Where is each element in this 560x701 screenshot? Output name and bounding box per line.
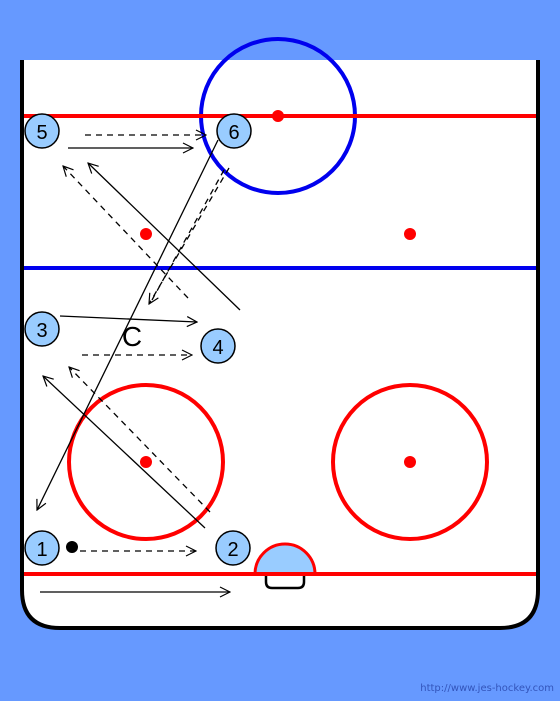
pass-path-diagonal-upper-2 [63, 166, 189, 299]
player-2: 2 [215, 530, 251, 566]
goal-crease [253, 542, 317, 576]
player-6-label: 6 [228, 122, 239, 144]
skate-path-6-to-boards [37, 139, 219, 510]
neutral-zone-dot-left [140, 228, 152, 240]
player-6: 6 [216, 113, 252, 149]
player-3: 3 [24, 311, 60, 347]
skate-path-3-right [59, 315, 197, 322]
player-2-label: 2 [227, 539, 238, 561]
faceoff-circle-right [331, 383, 489, 541]
player-5: 5 [24, 113, 60, 149]
ice-surface [22, 60, 538, 628]
player-1-label: 1 [36, 539, 47, 561]
boards [20, 60, 540, 630]
player-3-label: 3 [36, 320, 47, 342]
skate-path-diagonal-lower-1 [43, 376, 206, 529]
puck [66, 541, 78, 553]
player-1: 1 [24, 530, 60, 566]
faceoff-dot-right [404, 456, 416, 468]
site-credit: http://www.jes-hockey.com [420, 683, 554, 694]
center-faceoff-dot [272, 110, 284, 122]
player-5-label: 5 [36, 122, 47, 144]
pass-path-diagonal-lower-2 [69, 367, 211, 513]
skate-path-diagonal-upper-1 [88, 163, 241, 311]
faceoff-circle-left [67, 383, 225, 541]
faceoff-dot-left [140, 456, 152, 468]
coach-label: C [122, 321, 142, 352]
player-4-label: 4 [212, 337, 223, 359]
player-4: 4 [200, 328, 236, 364]
goal-net [264, 574, 306, 590]
neutral-zone-dot-right [404, 228, 416, 240]
pass-path-6-to-coach-b [151, 169, 225, 301]
pass-path-6-to-coach-a [149, 167, 230, 304]
